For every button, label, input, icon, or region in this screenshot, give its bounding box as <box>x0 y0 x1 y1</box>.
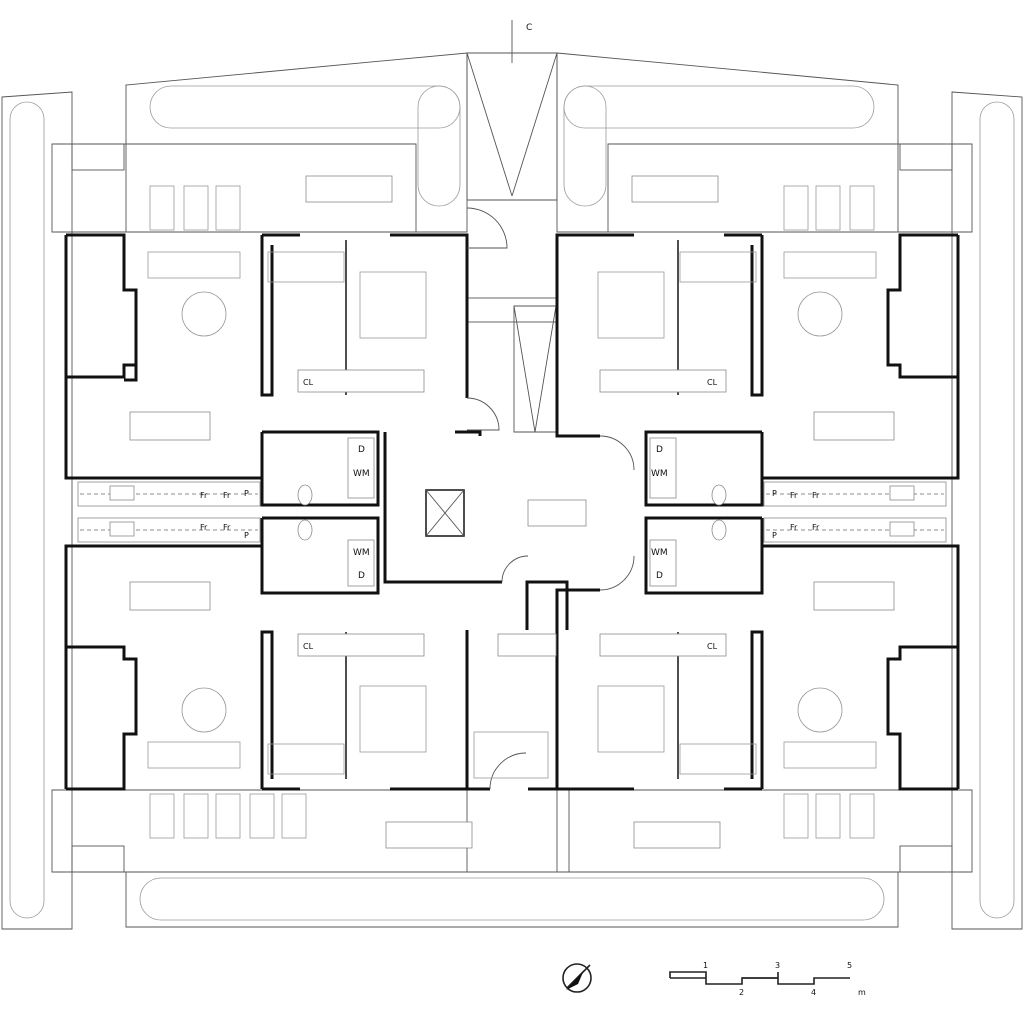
closet-label: CL <box>303 378 314 387</box>
scale-unit-label: m <box>858 988 866 997</box>
loungers <box>149 185 875 839</box>
dryer-label: D <box>656 571 663 581</box>
scale-tick-label: 1 <box>703 961 708 970</box>
north-arrow-icon <box>562 963 592 993</box>
bathroom-fixtures <box>297 437 727 587</box>
walls <box>64 233 960 791</box>
scale-tick-label: 5 <box>847 961 852 970</box>
site-outline <box>1 52 1023 930</box>
fridge-label: Fr <box>790 523 798 532</box>
fridge-label: Fr <box>812 491 820 500</box>
pantry-label: P <box>244 531 249 540</box>
scale-tick-label: 2 <box>739 988 744 997</box>
dryer-label: D <box>656 445 663 455</box>
closet-label: CL <box>707 642 718 651</box>
pantry-label: P <box>772 489 777 498</box>
room-labels: C CL CL CL CL D WM WM D D WM WM D Fr Fr … <box>200 23 820 651</box>
fridge-label: Fr <box>790 491 798 500</box>
washing-machine-label: WM <box>353 548 370 558</box>
dining-sets <box>129 175 895 849</box>
doors <box>466 207 635 790</box>
scale-tick-label: 4 <box>811 988 816 997</box>
scale-tick-label: 3 <box>775 961 780 970</box>
fridge-label: Fr <box>223 523 231 532</box>
living-rooms <box>147 251 877 769</box>
washing-machine-label: WM <box>353 469 370 479</box>
closet-label: CL <box>707 378 718 387</box>
planters <box>9 85 1015 921</box>
pantry-label: P <box>772 531 777 540</box>
washing-machine-label: WM <box>651 548 668 558</box>
dryer-label: D <box>358 445 365 455</box>
fridge-label: Fr <box>812 523 820 532</box>
pantry-label: P <box>244 489 249 498</box>
kitchens <box>77 481 947 543</box>
scale-bar: 1 3 5 2 4 m <box>669 961 866 997</box>
closets <box>297 369 727 657</box>
closet-label: CL <box>303 642 314 651</box>
washing-machine-label: WM <box>651 469 668 479</box>
dryer-label: D <box>358 571 365 581</box>
fridge-label: Fr <box>200 491 208 500</box>
entry-core <box>466 20 558 433</box>
beds <box>267 251 757 779</box>
fridge-label: Fr <box>223 491 231 500</box>
section-marker: C <box>526 23 532 33</box>
fridge-label: Fr <box>200 523 208 532</box>
